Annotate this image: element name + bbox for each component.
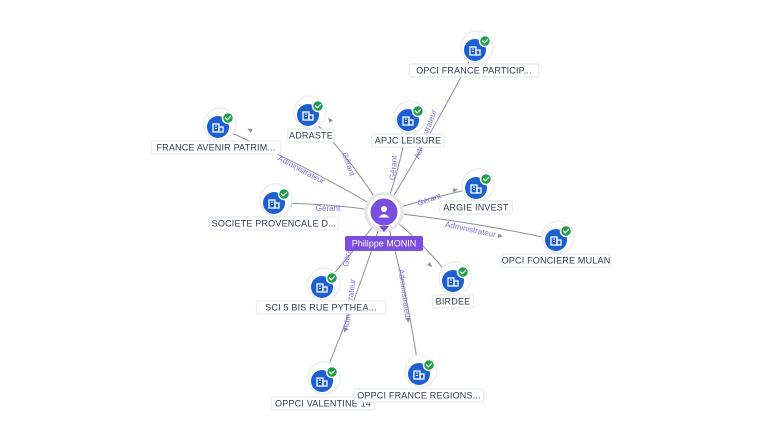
company-node-birdee[interactable]: BIRDEE — [431, 261, 475, 309]
company-node-france-avenir-patrim[interactable]: FRANCE AVENIR PATRIM... — [150, 107, 282, 155]
node-label-bg — [150, 140, 282, 155]
company-node-opci-fonciere-mulan[interactable]: OPCI FONCIERE MULAN — [501, 220, 611, 268]
person-icon — [378, 206, 390, 218]
company-label: OPPCI FRANCE REGIONS... — [357, 391, 481, 401]
node-label-bg — [408, 63, 540, 78]
company-label: APJC LEISURE — [375, 136, 441, 146]
company-label: SCI 5 BIS RUE PYTHEA... — [265, 303, 377, 313]
company-label: BIRDEE — [436, 297, 471, 307]
company-node-adraste[interactable]: ADRASTE — [287, 95, 335, 143]
edge-opci-fonciere-mulan — [383, 211, 557, 241]
node-label-bg — [353, 388, 485, 403]
company-node-opci-france-particip[interactable]: OPCI FRANCE PARTICIP... — [408, 30, 540, 78]
company-node-oppci-france-regions[interactable]: OPPCI FRANCE REGIONS... — [353, 354, 485, 403]
node-label-bg — [439, 200, 513, 215]
edge-role-label: Gérant — [388, 154, 399, 180]
node-label-bg — [270, 396, 376, 411]
node-label-bg — [255, 300, 387, 315]
check-badge-icon — [277, 187, 291, 201]
center-label-bg — [345, 236, 423, 251]
company-label: ADRASTE — [289, 131, 333, 141]
edge-role-label: Gérant — [416, 191, 443, 208]
edge-arrow — [405, 317, 410, 323]
company-label: OPCI FRANCE PARTICIP... — [416, 66, 532, 76]
check-badge-icon — [411, 104, 425, 118]
edge-arrow — [247, 128, 253, 133]
center-name: Philippe MONIN — [352, 239, 417, 249]
edge-oppci-valentine — [321, 211, 385, 382]
center-pointer — [379, 226, 389, 232]
company-label: SOCIETE PROVENCALE D... — [212, 219, 337, 229]
node-label-bg — [371, 133, 445, 148]
company-node-argie-invest[interactable]: ARGIE INVEST — [439, 168, 513, 215]
company-label: OPPCI VALENTINE 14 — [275, 399, 371, 409]
node-label-bg — [501, 253, 611, 268]
edge-arrow — [328, 117, 333, 123]
check-badge-icon — [479, 172, 493, 186]
edge-arrow — [452, 188, 458, 193]
check-badge-icon — [559, 224, 573, 238]
edge-role-label: Administrateur — [276, 154, 326, 186]
check-badge-icon — [456, 265, 470, 279]
edge-arrow — [427, 262, 433, 268]
company-label: FRANCE AVENIR PATRIM... — [156, 143, 275, 153]
edge-role-label: Gérant — [316, 204, 341, 213]
check-badge-icon — [478, 34, 492, 48]
check-badge-icon — [311, 99, 325, 113]
edge-arrow — [343, 327, 348, 333]
company-label: ARGIE INVEST — [443, 203, 509, 213]
company-node-apjc-leisure[interactable]: APJC LEISURE — [371, 100, 445, 148]
check-badge-icon — [325, 271, 339, 285]
check-badge-icon — [221, 111, 235, 125]
edge-role-label: Gérant — [340, 151, 357, 178]
check-badge-icon — [325, 365, 339, 379]
company-node-societe-provencale[interactable]: SOCIETE PROVENCALE D... — [208, 183, 340, 231]
company-node-oppci-valentine[interactable]: OPPCI VALENTINE 14 — [270, 361, 376, 411]
edge-arrow — [497, 233, 503, 238]
edge-role-label: Administrateur — [444, 220, 497, 240]
node-label-bg — [431, 294, 475, 309]
center-person-node[interactable]: Philippe MONIN — [345, 192, 423, 251]
node-label-bg — [208, 216, 340, 231]
edge-role-label: Administrateur — [396, 268, 412, 321]
company-node-sci-5-bis[interactable]: SCI 5 BIS RUE PYTHEA... — [255, 267, 387, 315]
company-label: OPCI FONCIERE MULAN — [502, 256, 611, 266]
check-badge-icon — [422, 358, 436, 372]
nodes-layer: OPCI FRANCE PARTICIP... ADRASTE APJC LEISU… — [150, 30, 611, 411]
edge-france-avenir-patrim — [217, 126, 385, 213]
node-label-bg — [287, 128, 335, 143]
